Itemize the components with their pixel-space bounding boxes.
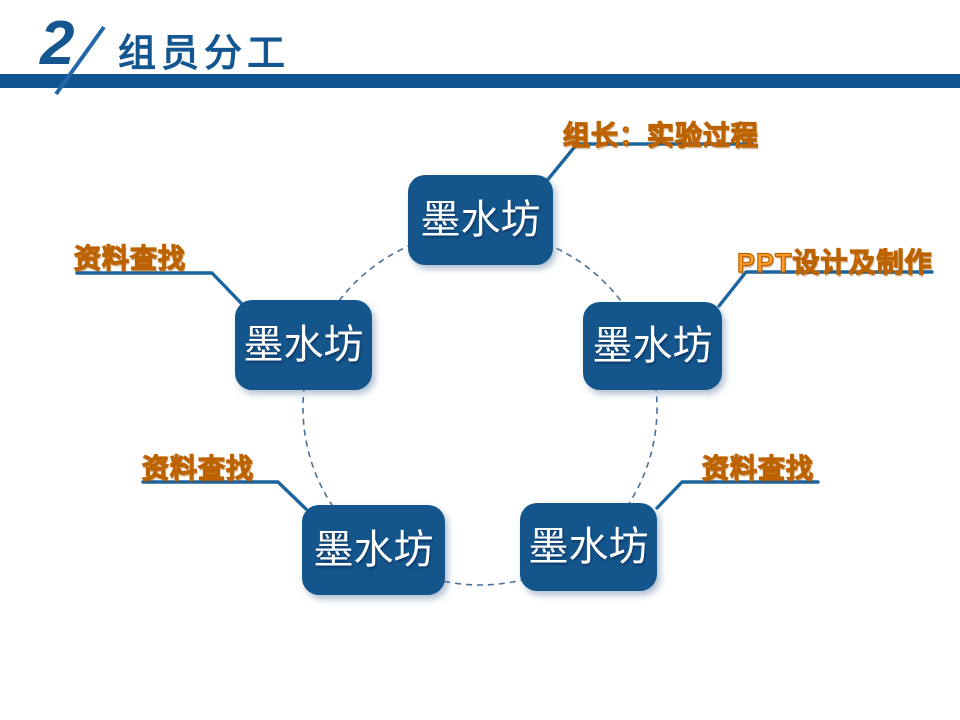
page-title: 组员分工: [118, 33, 291, 75]
role-label-top: 组长：实验过程: [562, 120, 759, 151]
member-node-label: 墨水坊: [592, 324, 713, 368]
header-divider-bar: [0, 74, 960, 88]
dashed-circle: [302, 230, 658, 586]
role-label-right: PPT设计及制作: [736, 247, 933, 278]
member-node-left: 墨水坊: [235, 300, 372, 390]
member-node-label: 墨水坊: [243, 323, 364, 367]
role-label-bottom-right: 资料查找: [701, 453, 814, 484]
member-node-label: 墨水坊: [420, 198, 541, 242]
member-node-bottom-left: 墨水坊: [302, 505, 445, 595]
section-number: 2: [40, 9, 75, 78]
role-label-bottom-left: 资料查找: [141, 453, 254, 484]
member-node-bottom-right: 墨水坊: [520, 503, 657, 591]
member-node-right: 墨水坊: [583, 302, 722, 390]
member-node-label: 墨水坊: [528, 525, 649, 569]
member-node-top: 墨水坊: [408, 175, 553, 265]
role-label-left: 资料查找: [73, 243, 186, 274]
member-node-label: 墨水坊: [313, 528, 434, 572]
